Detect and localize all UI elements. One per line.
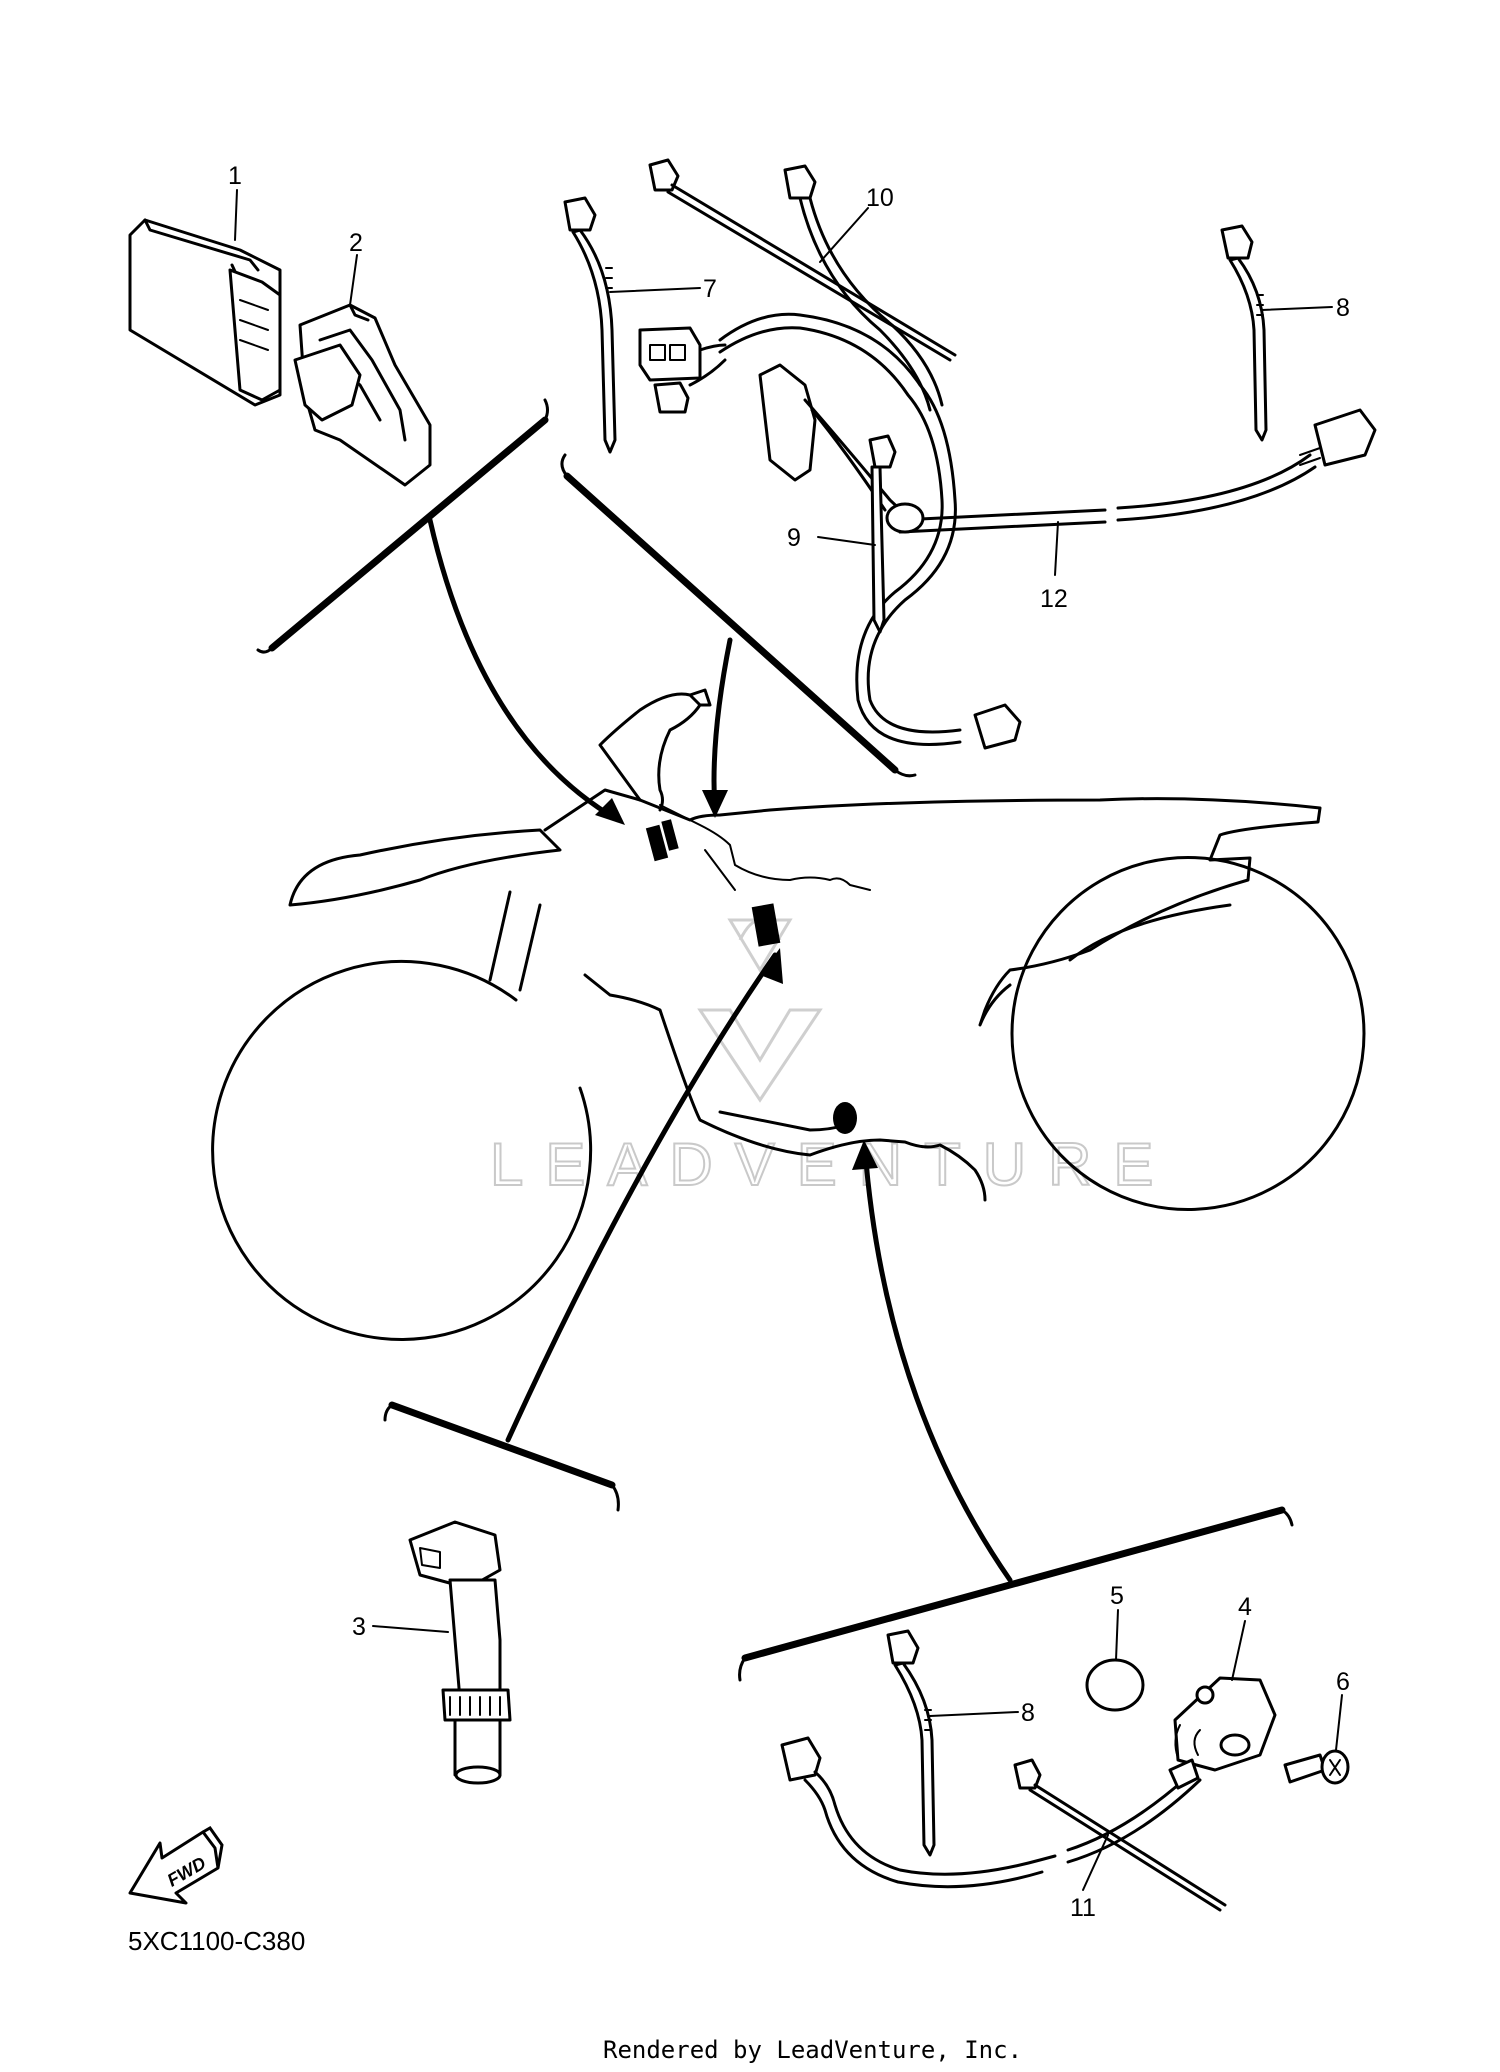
part-cable-tie-8-lower <box>886 1629 936 1857</box>
watermark-text: LEADVENTURE <box>490 1131 1175 1198</box>
coil-on-bike <box>751 903 781 947</box>
part-cable-tie-7 <box>563 196 617 454</box>
fwd-arrow-icon <box>128 1830 220 1905</box>
leader-lines <box>234 189 1343 1891</box>
part-cable-tie-8-upper <box>1220 224 1268 442</box>
callout-2: 2 <box>349 229 363 257</box>
part-cdi-holder <box>293 303 432 487</box>
arrow-harness <box>711 637 733 813</box>
front-wheel <box>211 959 593 1341</box>
callout-10: 10 <box>866 184 894 212</box>
rear-wheel <box>1010 856 1366 1211</box>
arrow-coil <box>505 952 778 1443</box>
motorcycle-outline <box>211 688 1366 1341</box>
bracket-coil <box>388 1401 616 1489</box>
cdi-unit-on-bike <box>645 824 669 862</box>
callout-labels: 1 2 3 4 5 6 7 8 8 9 10 11 12 <box>228 162 1350 1922</box>
group-indicators <box>256 398 1294 1682</box>
part-o-ring <box>1085 1658 1145 1712</box>
handlebar <box>598 692 702 812</box>
arrow-cdi <box>427 517 621 823</box>
front-fender <box>288 828 562 907</box>
footer-credit: Rendered by LeadVenture, Inc. <box>603 2036 1022 2064</box>
bracket-sensor <box>741 1506 1286 1662</box>
callout-5: 5 <box>1110 1582 1124 1610</box>
callout-4: 4 <box>1238 1593 1252 1621</box>
watermark-logo-icon <box>697 918 823 1103</box>
callout-11: 11 <box>1070 1894 1096 1922</box>
part-wire-harness <box>638 158 1377 750</box>
callout-1: 1 <box>228 162 242 190</box>
watermark: LEADVENTURE <box>489 918 1175 1199</box>
bracket-cdi <box>268 416 549 652</box>
callout-12: 12 <box>1040 585 1068 613</box>
callout-7: 7 <box>703 275 717 303</box>
part-sensor-assembly <box>1173 1676 1277 1772</box>
callout-6: 6 <box>1336 1668 1350 1696</box>
sensor-on-bike <box>833 1102 857 1134</box>
callout-3: 3 <box>352 1613 366 1641</box>
callout-9: 9 <box>787 524 801 552</box>
arrow-sensor <box>862 1147 1013 1583</box>
part-screw <box>1283 1749 1350 1785</box>
frame-body <box>638 797 1322 1027</box>
lower-frame <box>583 973 987 1202</box>
callout-8-upper: 8 <box>1336 294 1350 322</box>
diagram-code: 5XC1100-C380 <box>128 1926 305 1956</box>
part-ignition-coil <box>408 1520 512 1785</box>
front-fork <box>488 788 642 992</box>
part-cdi-unit <box>128 218 282 407</box>
bracket-harness <box>563 472 899 774</box>
fwd-indicator: FWD <box>128 1826 224 1905</box>
callout-8-lower: 8 <box>1021 1699 1035 1727</box>
part-sensor-lead <box>780 1736 1227 1912</box>
